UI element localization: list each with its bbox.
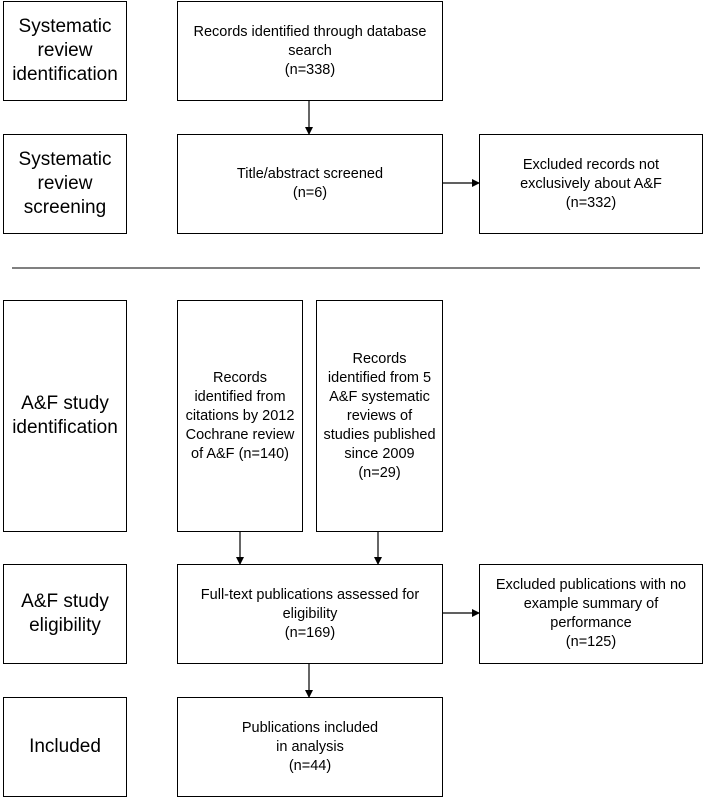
node-af-systematic-reviews: Records identified from 5 A&F systematic… [316, 300, 443, 532]
node-publications-included: Publications included in analysis (n=44) [177, 697, 443, 797]
node-excluded-records: Excluded records not exclusively about A… [479, 134, 703, 234]
stage-af-study-eligibility: A&F study eligibility [3, 564, 127, 664]
node-excluded-publications: Excluded publications with no example su… [479, 564, 703, 664]
node-title-abstract-screened: Title/abstract screened (n=6) [177, 134, 443, 234]
node-full-text-assessed: Full-text publications assessed for elig… [177, 564, 443, 664]
stage-af-study-identification: A&F study identification [3, 300, 127, 532]
node-database-search: Records identified through database sear… [177, 1, 443, 101]
stage-included: Included [3, 697, 127, 797]
stage-systematic-review-identification: Systematic review identification [3, 1, 127, 101]
stage-systematic-review-screening: Systematic review screening [3, 134, 127, 234]
node-cochrane-citations: Records identified from citations by 201… [177, 300, 303, 532]
